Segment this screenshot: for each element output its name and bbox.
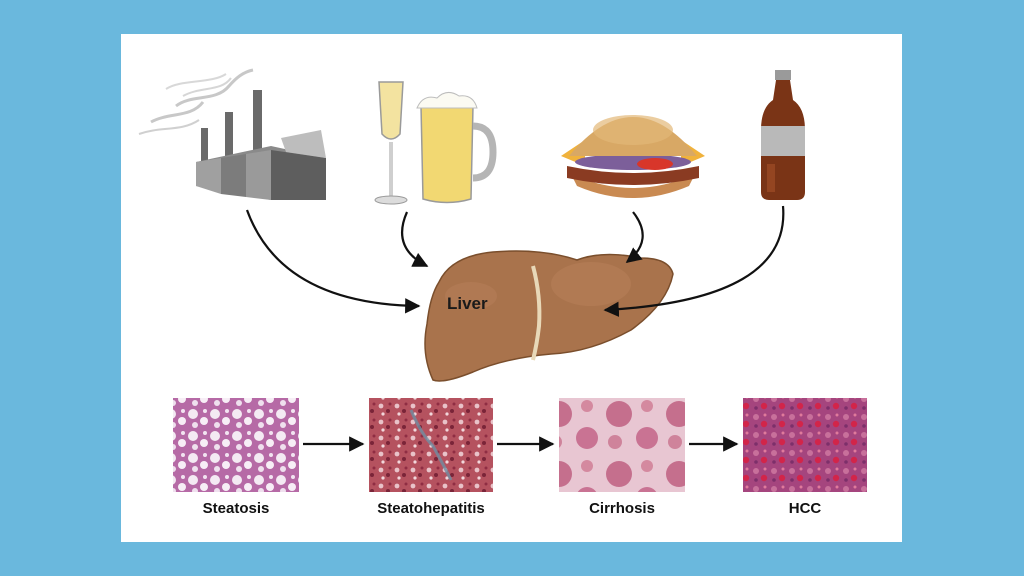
histology-steatosis [173, 398, 299, 492]
liver-illustration [424, 250, 674, 382]
arrow-burger-to-liver [625, 211, 644, 263]
diagram-panel: Liver Steatosis Steatohepatitis Cirrhosi… [121, 34, 902, 542]
arrow-alcohol-to-liver [401, 211, 429, 267]
diagram-canvas [138, 68, 867, 492]
stage-label-steatosis: Steatosis [202, 500, 270, 517]
alcohol-glasses-icon [374, 81, 497, 205]
factory-icon [138, 68, 326, 200]
burger-icon [561, 115, 705, 198]
stage-label-steatohepatitis: Steatohepatitis [377, 500, 485, 517]
arrow-factory-to-liver [245, 209, 421, 314]
stage-label-cirrhosis: Cirrhosis [589, 500, 655, 517]
histology-hcc [743, 398, 867, 492]
histology-cirrhosis [559, 398, 685, 492]
soda-bottle-icon [761, 70, 805, 200]
arrow-soda-to-liver [603, 205, 785, 317]
stage-label-hcc: HCC [788, 500, 822, 517]
liver-label: Liver [447, 294, 488, 313]
